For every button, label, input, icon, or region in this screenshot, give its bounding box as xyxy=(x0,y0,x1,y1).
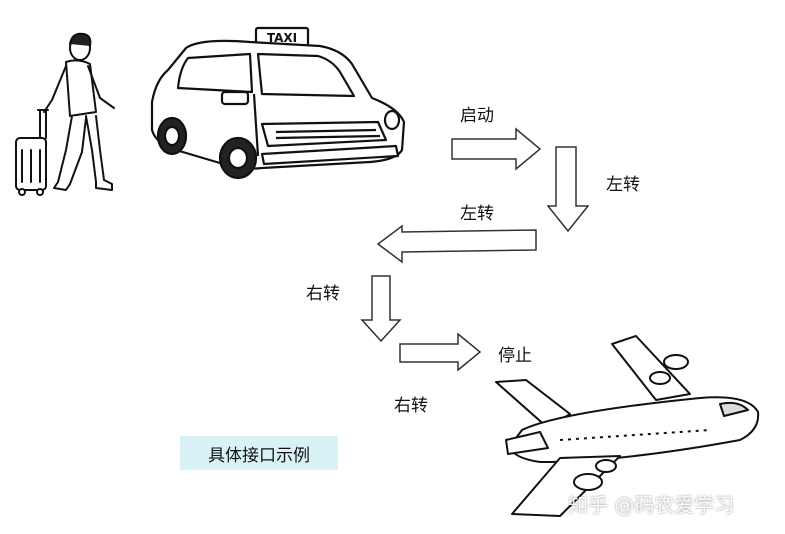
step-right2-label: 右转 xyxy=(394,396,428,416)
arrow-down-left1 xyxy=(546,146,590,233)
arrow-down-right1 xyxy=(360,275,402,343)
flow-arrows xyxy=(360,127,590,372)
arrow-right-start xyxy=(451,127,542,171)
taxi-illustration: TAXI xyxy=(150,26,406,180)
taxi-sign-text: TAXI xyxy=(267,31,297,45)
step-stop-label: 停止 xyxy=(498,346,532,366)
airplane-illustration xyxy=(495,335,760,517)
caption-box: 具体接口示例 xyxy=(180,436,338,470)
traveler-illustration xyxy=(15,32,115,196)
step-left1-label: 左转 xyxy=(606,175,640,195)
step-right1-label: 右转 xyxy=(306,284,340,304)
arrow-right-right2 xyxy=(399,332,482,372)
watermark: 知乎 @码农爱学习 xyxy=(568,493,735,517)
caption-text: 具体接口示例 xyxy=(208,445,310,466)
step-start-label: 启动 xyxy=(460,106,494,126)
step-left2-label: 左转 xyxy=(460,204,494,224)
arrow-left-left2 xyxy=(376,224,537,264)
